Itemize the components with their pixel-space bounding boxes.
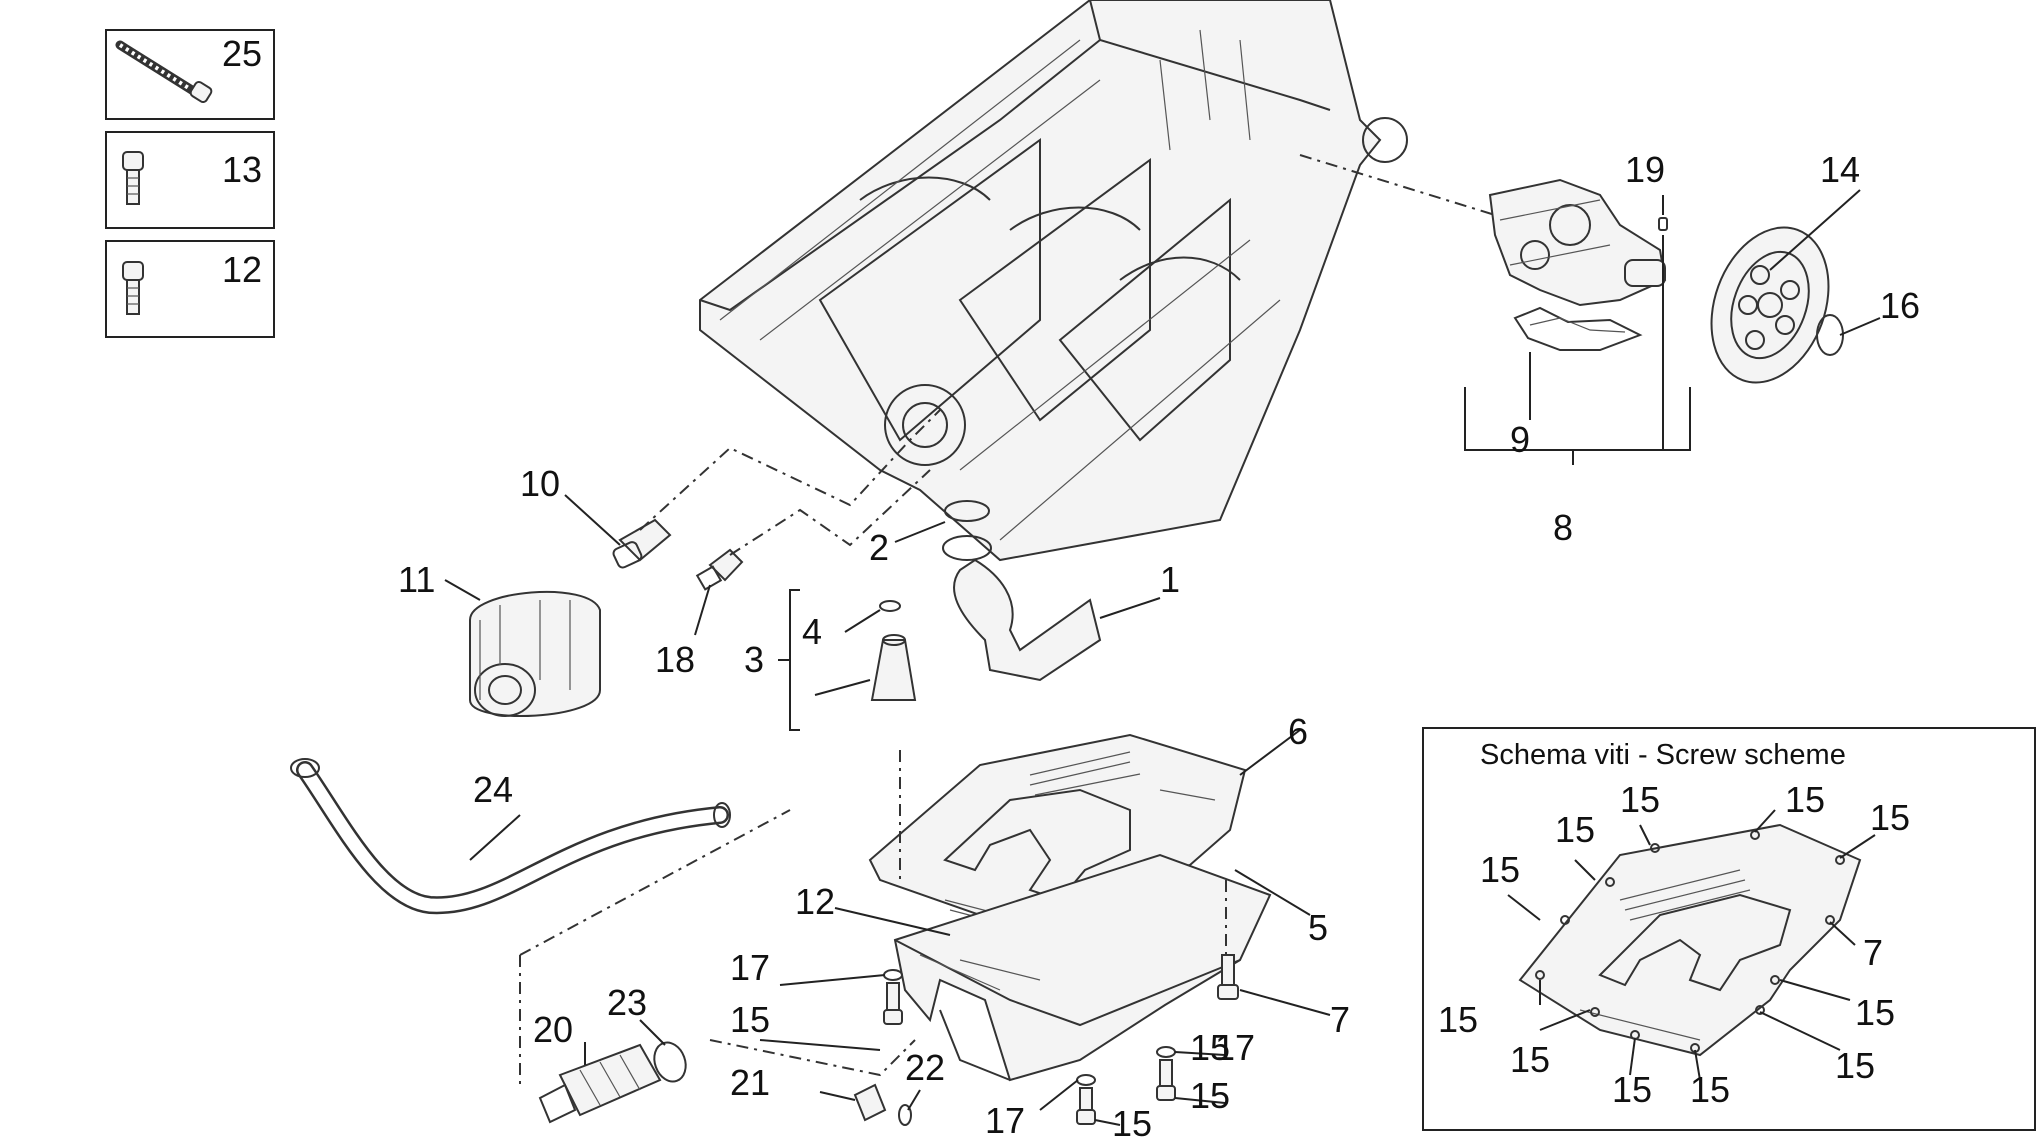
callout-7-inset: 7 (1863, 932, 1883, 973)
filter-cone-3 (870, 634, 917, 701)
svg-text:15: 15 (1510, 1039, 1550, 1080)
pump-gear-14 (1710, 226, 1830, 384)
pump-gasket (1513, 306, 1643, 351)
screw-15-left (883, 982, 903, 1025)
circlip-16 (1816, 314, 1844, 356)
callout-19: 19 (1625, 149, 1665, 190)
callout-15-left: 15 (730, 999, 770, 1040)
oil-pan-12 (893, 853, 1272, 1082)
svg-text:15: 15 (1835, 1045, 1875, 1086)
callout-17-right: 17 (1215, 1027, 1255, 1068)
oil-pickup-1 (942, 535, 1102, 682)
svg-text:15: 15 (1555, 809, 1595, 850)
legend-label-12: 12 (222, 249, 262, 290)
short-bolt-icon (122, 261, 144, 315)
legend-box-12: 12 (105, 240, 275, 338)
bracket-3 (789, 589, 800, 731)
callout-24: 24 (473, 769, 513, 810)
callout-20: 20 (533, 1009, 573, 1050)
washer-17-left (883, 969, 903, 981)
filter-axis-line (639, 409, 941, 531)
legend-box-25: 25 (105, 29, 275, 120)
callout-8: 8 (1553, 507, 1573, 548)
callout-12: 12 (795, 881, 835, 922)
callout-6: 6 (1288, 711, 1308, 752)
callout-1: 1 (1160, 559, 1180, 600)
svg-text:15: 15 (1612, 1069, 1652, 1110)
svg-text:15: 15 (1690, 1069, 1730, 1110)
pump-axis-line (1299, 154, 1496, 216)
callout-17-bottom: 17 (985, 1100, 1025, 1141)
screw-7 (1217, 954, 1239, 1000)
callout-2: 2 (869, 527, 889, 568)
short-bolt-icon (122, 151, 144, 205)
oil-filter-11 (469, 590, 601, 718)
svg-text:15: 15 (1785, 779, 1825, 820)
svg-text:15: 15 (1855, 992, 1895, 1033)
callout-11: 11 (398, 559, 435, 600)
screw-scheme-inset: Schema viti - Screw scheme (1422, 727, 2036, 1131)
crankcase (699, 0, 1408, 562)
inset-labels: 15 15 15 15 15 15 7 15 15 15 15 15 15 15 (1438, 779, 1910, 1110)
callout-21: 21 (730, 1062, 770, 1103)
callout-10: 10 (520, 463, 560, 504)
callout-14: 14 (1820, 149, 1860, 190)
inset-screw-holes (1535, 830, 1845, 1053)
svg-text:15: 15 (1480, 849, 1520, 890)
callout-labels: 1 2 3 4 5 6 7 7 8 9 10 11 12 14 15 15 15… (398, 149, 1920, 1141)
callout-17-left: 17 (730, 947, 770, 988)
inset-frame (1422, 727, 2036, 1131)
oil-pressure-sensor-18 (695, 548, 744, 591)
inset-gasket (1518, 823, 1862, 1057)
oil-pump (1488, 178, 1667, 307)
fitting-10 (612, 518, 672, 569)
legend-box-13: 13 (105, 131, 275, 229)
callout-18: 18 (655, 639, 695, 680)
washer-22 (898, 1104, 912, 1126)
callout-22: 22 (905, 1047, 945, 1088)
o-ring-2 (944, 500, 990, 522)
o-ring-4 (879, 600, 901, 612)
long-bolt-icon (115, 40, 213, 104)
callout-5: 5 (1308, 907, 1328, 948)
callout-7: 7 (1330, 999, 1350, 1040)
washer-17-bottom (1076, 1074, 1096, 1086)
svg-text:15: 15 (1438, 999, 1478, 1040)
svg-text:15: 15 (1870, 797, 1910, 838)
washer-17-right (1156, 1046, 1176, 1058)
callout-16: 16 (1880, 285, 1920, 326)
legend-label-13: 13 (222, 149, 262, 190)
callout-4: 4 (802, 611, 822, 652)
mesh-filter-20 (538, 1043, 662, 1124)
o-ring-19 (1658, 217, 1668, 231)
callout-23: 23 (607, 982, 647, 1023)
inset-leaders (1507, 809, 1876, 1081)
screw-15-bottom (1076, 1087, 1096, 1125)
callout-15-right-upper: 15 (1190, 1027, 1230, 1068)
callout-15-right-lower: 15 (1190, 1075, 1230, 1116)
callout-15-bottom: 15 (1112, 1103, 1152, 1141)
bracket-8 (1464, 387, 1691, 451)
legend-label-25: 25 (222, 33, 262, 74)
drain-plug-21 (853, 1083, 887, 1122)
breather-hose-24 (290, 758, 731, 915)
callout-9: 9 (1510, 419, 1530, 460)
inset-caption: Schema viti - Screw scheme (1480, 739, 1846, 771)
screw-15-right (1156, 1059, 1176, 1101)
svg-text:15: 15 (1620, 779, 1660, 820)
leader-lines (444, 494, 1331, 1126)
callout-3: 3 (744, 639, 764, 680)
